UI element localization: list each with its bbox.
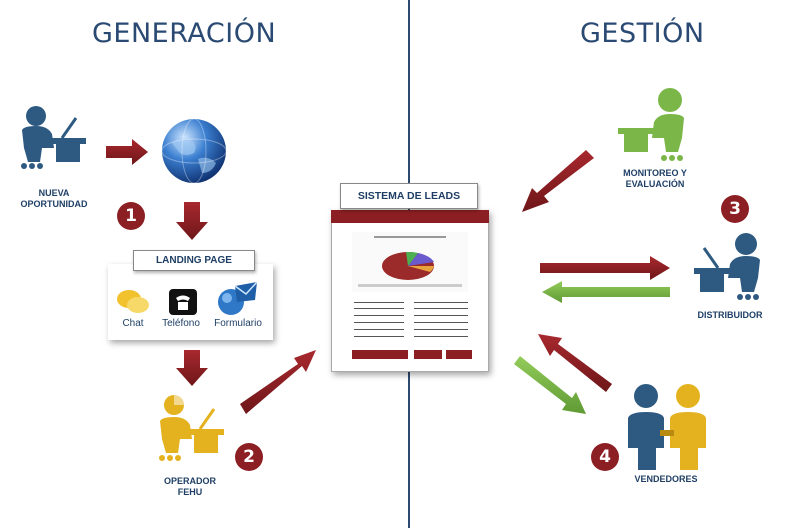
arrow-to-sistema <box>240 350 316 414</box>
sistema-line <box>414 308 468 309</box>
telephone-icon <box>169 289 197 315</box>
monitor-icon <box>618 88 684 161</box>
sistema-leads-title: SISTEMA DE LEADS <box>340 183 478 209</box>
landing-item-telefono: Teléfono <box>162 318 200 329</box>
sistema-line <box>354 315 404 316</box>
sistema-line <box>354 322 404 323</box>
arrow-to-operator <box>176 350 208 386</box>
operador-label: OPERADOR FEHU <box>163 476 216 497</box>
gestion-title: GESTIÓN <box>580 18 705 49</box>
sistema-line <box>354 302 404 303</box>
arrow-to-landing <box>176 202 208 240</box>
person-at-desk-icon <box>21 106 86 169</box>
person-at-desk-icon <box>694 233 760 300</box>
monitoreo-label: MONITOREO Y EVALUACIÓN <box>623 168 687 189</box>
vendedores-label: VENDEDORES <box>634 474 698 484</box>
operator-icon <box>159 395 224 461</box>
distribuidor-label: DISTRIBUIDOR <box>697 310 763 320</box>
sistema-button <box>446 350 472 359</box>
globe-icon <box>161 118 227 184</box>
arrow-to-distribuidor <box>540 256 670 280</box>
generacion-title: GENERACIÓN <box>92 18 277 49</box>
sistema-button <box>414 350 442 359</box>
sistema-line <box>414 302 468 303</box>
pie-chart-thumbnail <box>352 232 468 292</box>
nueva-oportunidad-label: NUEVA OPORTUNIDAD <box>20 188 88 209</box>
landing-page-title: LANDING PAGE <box>133 250 255 271</box>
step-badge-2: 2 <box>235 443 263 471</box>
step-badge-3: 3 <box>721 195 749 223</box>
step-badge-1: 1 <box>117 202 145 230</box>
sistema-button <box>352 350 408 359</box>
sistema-line <box>414 322 468 323</box>
sistema-line <box>354 336 404 337</box>
step-badge-4: 4 <box>591 443 619 471</box>
sistema-line <box>414 329 468 330</box>
two-people-icon <box>628 384 706 470</box>
sistema-line <box>354 308 404 309</box>
arrow-to-vendedores <box>514 356 586 414</box>
email-form-icon <box>218 281 258 315</box>
sistema-line <box>414 336 468 337</box>
sistema-leads-header-bar <box>331 210 489 223</box>
arrow-from-vendedores <box>538 334 612 392</box>
sistema-line <box>414 315 468 316</box>
chat-bubbles-icon <box>117 290 149 313</box>
landing-item-chat: Chat <box>122 318 144 329</box>
arrow-monitoreo-to-sistema <box>522 150 594 212</box>
landing-item-formulario: Formulario <box>214 318 262 329</box>
arrow-from-distribuidor <box>542 281 670 303</box>
sistema-line <box>354 329 404 330</box>
arrow-to-globe <box>106 139 148 165</box>
